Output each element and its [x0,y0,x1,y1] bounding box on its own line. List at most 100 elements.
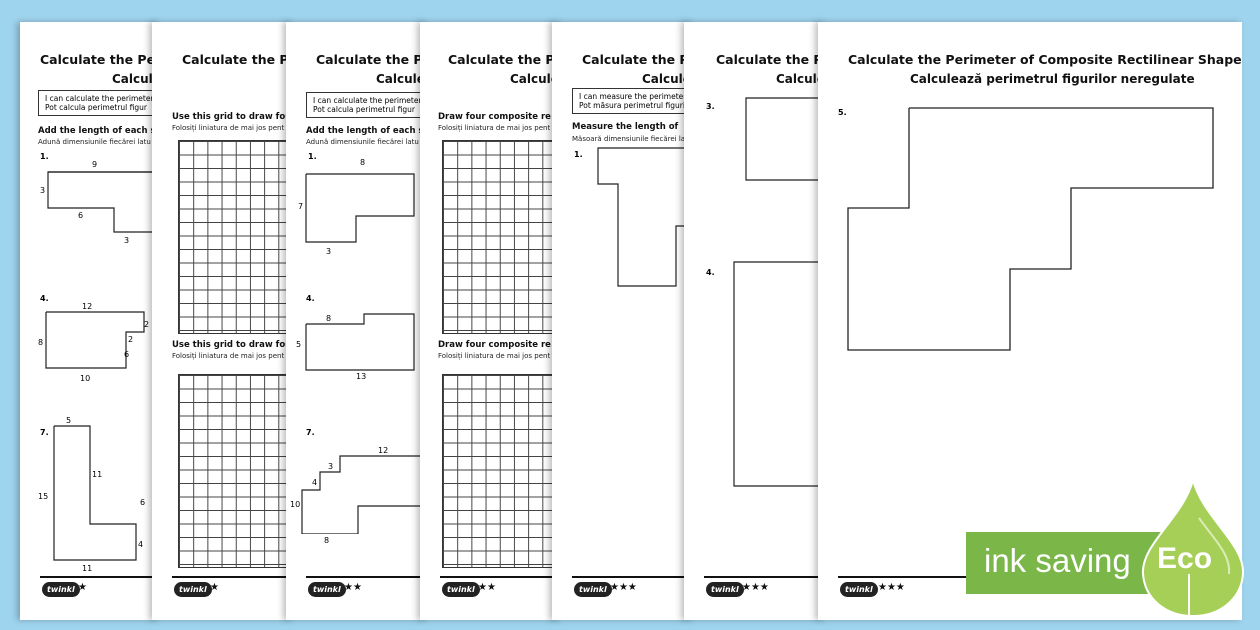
side-label: 11 [92,470,103,479]
question-number: 4. [706,268,715,277]
side-label: 6 [140,498,146,507]
page-title: Calculate the Pe [182,52,294,67]
footer-rule [572,576,694,578]
instruction-ro: Folosiți liniatura de mai jos pent [438,124,551,132]
instruction-ro: Adună dimensiunile fiecărei latu [306,138,419,146]
worksheet-page-5: Calculate the Pe Calcule I can measure t… [552,22,694,620]
composite-shape-q7 [53,425,137,561]
ink-saving-text: ink saving [984,542,1131,579]
twinkl-logo: twinkl [174,582,212,597]
difficulty-stars: ★★ [478,582,496,593]
side-label: 11 [82,564,93,573]
side-label: 7 [298,202,304,211]
page-subtitle: Calcule [642,72,691,86]
question-number: 1. [574,150,583,159]
side-label: 3 [326,247,332,256]
page-title: Calculate the Pe [40,52,156,67]
page-subtitle: Calculează perimetrul figurilor neregula… [910,72,1195,86]
composite-shape-q5 [847,107,1214,351]
page-title: Calculate the Pe [316,52,428,67]
page-subtitle: Calcule [112,72,160,86]
composite-shape-q7 [301,455,428,534]
worksheet-page-3: Calculate the Pe Calcule I can calculate… [286,22,428,620]
question-number: 5. [838,108,847,117]
difficulty-stars: ★★ [344,582,362,593]
side-label: 5 [66,416,72,425]
footer-rule [704,576,826,578]
side-label: 3 [124,236,130,245]
learning-objective-box: I can measure the perimeter Pot măsura p… [572,88,694,114]
question-number: 7. [40,428,49,437]
composite-shape-q1 [305,173,415,243]
footer-rule [306,576,428,578]
side-label: 8 [324,536,330,545]
instruction-en: Draw four composite re [438,340,551,350]
page-title: Calculate the Pe [582,52,694,67]
instruction-ro: Folosiți liniatura de mai jos pent [172,124,285,132]
side-label: 6 [124,350,130,359]
worksheet-page-1: Calculate the Pe Calcule I can calculate… [20,22,160,620]
page-title: Calculate the Pe [448,52,562,67]
instruction-ro: Folosiți liniatura de mai jos pent [438,352,551,360]
side-label: 8 [360,158,366,167]
side-label: 4 [312,478,318,487]
composite-shape-q4 [45,311,145,369]
footer-rule [40,576,160,578]
side-label: 9 [92,160,98,169]
objective-ro: Pot măsura perimetrul figurilor ne [579,101,694,110]
side-label: 3 [40,186,46,195]
instruction-en: Measure the length of [572,122,679,132]
footer-rule [172,576,294,578]
drawing-grid-bottom [178,374,294,568]
objective-en: I can measure the perimeter [579,92,687,101]
side-label: 10 [290,500,301,509]
composite-shape-q1 [597,147,694,287]
page-title: Calculate the Pe [716,52,826,67]
objective-en: I can calculate the perimeter [313,96,422,105]
drawing-grid-bottom [442,374,562,568]
side-label: 2 [128,335,134,344]
side-label: 12 [378,446,389,455]
twinkl-logo: twinkl [706,582,744,597]
drawing-grid-top [442,140,562,334]
question-number: 1. [308,152,317,161]
question-number: 4. [40,294,49,303]
question-number: 1. [40,152,49,161]
question-number: 3. [706,102,715,111]
question-number: 7. [306,428,315,437]
instruction-en: Draw four composite re [438,112,551,122]
side-label: 6 [78,211,84,220]
composite-shape-q4 [305,313,415,371]
drawing-grid-top [178,140,294,334]
side-label: 12 [82,302,93,311]
eco-label: Eco [1157,542,1213,575]
side-label: 10 [80,374,91,383]
footer-rule [440,576,562,578]
twinkl-logo: twinkl [574,582,612,597]
learning-objective-box: I can calculate the perimeter Pot calcul… [38,90,160,116]
side-label: 2 [144,320,150,329]
eco-drop-icon [1141,478,1245,618]
twinkl-logo: twinkl [42,582,80,597]
side-label: 3 [328,462,334,471]
twinkl-logo: twinkl [308,582,346,597]
side-label: 8 [326,314,332,323]
learning-objective-box: I can calculate the perimeter Pot calcul… [306,92,428,118]
twinkl-logo: twinkl [442,582,480,597]
side-label: 4 [138,540,144,549]
worksheet-page-6: Calculate the Pe Calcule 3. 4. twinkl ★★… [684,22,826,620]
instruction-en: Add the length of each side [306,126,428,136]
difficulty-stars: ★★★ [878,582,905,593]
difficulty-stars: ★ [78,582,87,593]
worksheet-page-4: Calculate the Pe Calcule Draw four compo… [420,22,562,620]
difficulty-stars: ★ [210,582,219,593]
page-title: Calculate the Perimeter of Composite Rec… [848,52,1242,67]
instruction-en: Use this grid to draw four co [172,112,294,122]
composite-shape-q3 [745,97,826,181]
composite-shape-q4 [733,261,826,487]
side-label: 13 [356,372,367,381]
objective-ro: Pot calcula perimetrul figur [45,103,147,112]
page-subtitle: Calcule [376,72,425,86]
objective-en: I can calculate the perimeter [45,94,154,103]
page-subtitle: Calcule [776,72,825,86]
